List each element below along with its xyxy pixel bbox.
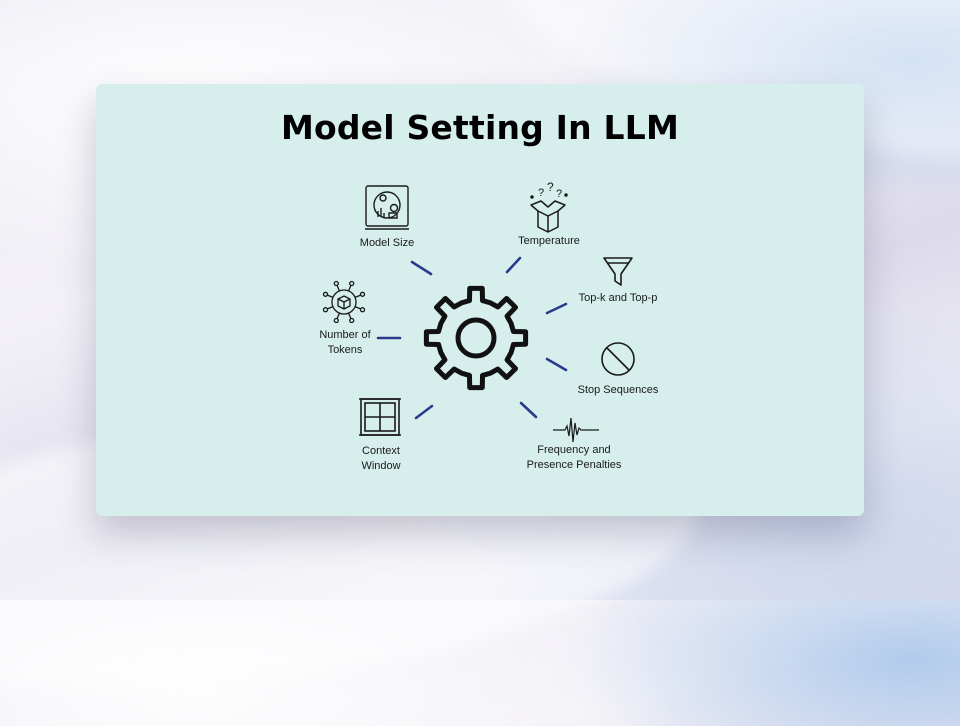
label-top-k-top-p: Top-k and Top-p [578,292,658,304]
label-line: Frequency and [537,444,611,456]
label-context-window: Context Window [341,444,421,474]
chip-node [359,307,366,313]
connector-model-size [410,260,433,276]
chip-node [349,280,355,287]
label-line: Number of [319,329,371,341]
connector-frequency-presence [519,401,538,419]
label-stop-sequences: Stop Sequences [577,384,659,396]
label-line: Context [362,445,400,457]
open-box-question-icon: ? ? ? [530,180,568,233]
connector-context-window [414,404,434,420]
prohibited-icon [601,342,635,376]
model-analytics-icon [365,185,409,230]
label-frequency-presence: Frequency and Presence Penalties [514,443,634,473]
waveform-icon [553,417,599,443]
connector-top-k-top-p [545,302,568,315]
connector-temperature [505,256,522,274]
label-line: Tokens [327,344,363,356]
gear-icon [423,285,529,391]
funnel-icon [603,257,633,286]
diagram-canvas: ? ? ? [322,180,635,443]
label-number-of-tokens: Number of Tokens [305,328,385,358]
token-chip-icon [322,280,366,324]
label-model-size: Model Size [359,237,415,249]
svg-text:?: ? [538,187,544,199]
label-line: Window [361,460,401,472]
svg-text:?: ? [556,188,562,200]
svg-text:?: ? [547,180,554,194]
connector-stop-sequences [545,357,568,372]
chip-node [349,317,355,324]
chip-node [333,280,339,287]
label-temperature: Temperature [518,235,580,247]
chip-node [359,291,366,297]
diagram-card: Model Setting In LLM [96,84,864,516]
window-icon [359,398,401,436]
chip-node [322,291,329,297]
label-line: Presence Penalties [526,459,622,471]
diagram-title: Model Setting In LLM [280,108,680,147]
chip-node [322,307,329,313]
chip-node [333,317,339,324]
